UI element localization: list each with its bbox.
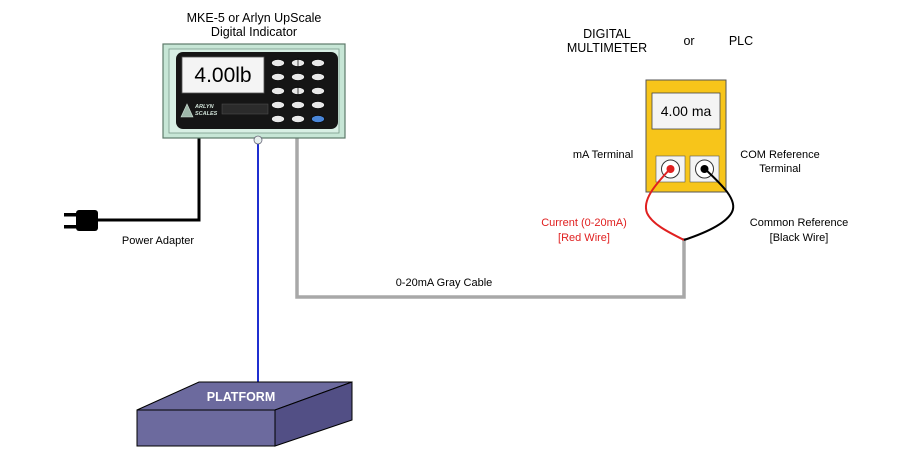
plc-label: PLC <box>729 34 753 48</box>
ma-terminal-label: mA Terminal <box>573 149 633 161</box>
com-terminal-label-line2: Terminal <box>759 163 801 175</box>
platform-label: PLATFORM <box>207 390 276 404</box>
current-wire-label-line1: Current (0-20mA) <box>541 217 627 229</box>
com-terminal-jack <box>689 155 720 183</box>
gray-cable-label: 0-20mA Gray Cable <box>396 277 493 289</box>
platform <box>136 381 353 447</box>
common-wire-label-line2: [Black Wire] <box>770 232 829 244</box>
or-label: or <box>683 34 694 48</box>
indicator-keypad <box>271 58 325 123</box>
indicator-title-line2: Digital Indicator <box>211 25 297 39</box>
multimeter-display-value: 4.00 ma <box>661 103 712 119</box>
current-wire-label-line2: [Red Wire] <box>558 232 610 244</box>
multimeter <box>645 79 727 193</box>
indicator-display-value: 4.00lb <box>194 64 251 87</box>
indicator-title-line1: MKE-5 or Arlyn UpScale <box>187 11 322 25</box>
com-terminal-label-line1: COM Reference <box>740 149 819 161</box>
power-plug-icon <box>64 210 98 231</box>
arlyn-logo-icon <box>180 103 194 118</box>
ma-terminal-jack <box>655 155 686 183</box>
power-adapter-label: Power Adapter <box>122 235 194 247</box>
multimeter-title-line1: DIGITAL <box>583 27 631 41</box>
indicator-connector <box>253 135 263 145</box>
multimeter-display <box>651 92 721 130</box>
gray-cable <box>295 138 686 299</box>
indicator-brand-line2: SCALES <box>195 111 218 117</box>
common-wire-label-line1: Common Reference <box>750 217 848 229</box>
digital-indicator: ARLYN SCALES <box>162 43 346 145</box>
indicator-brand-line1: ARLYN <box>194 104 215 110</box>
black-wire <box>683 168 735 241</box>
power-cable <box>96 138 201 222</box>
red-wire <box>644 168 685 241</box>
multimeter-title-line2: MULTIMETER <box>567 41 647 55</box>
indicator-display <box>181 56 265 94</box>
